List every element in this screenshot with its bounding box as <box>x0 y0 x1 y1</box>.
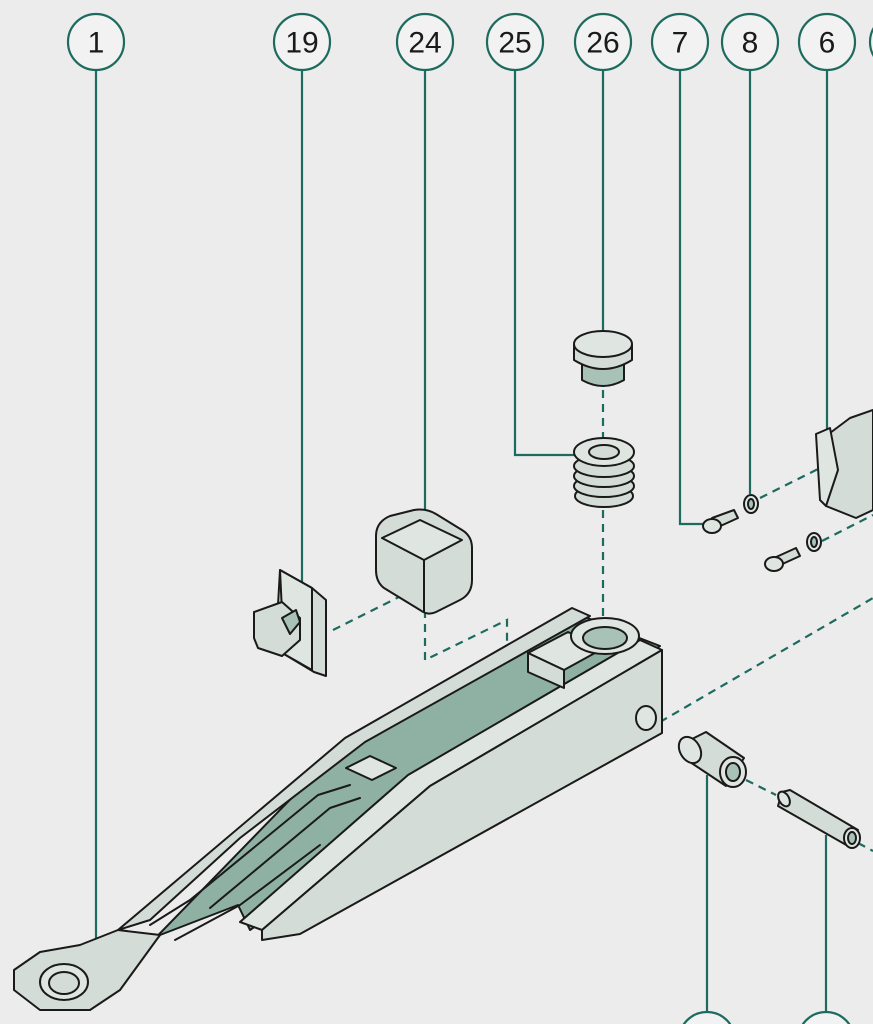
arm-rail-2 <box>209 797 361 909</box>
screw-2-head <box>764 556 784 572</box>
callout-label-7: 7 <box>672 27 689 60</box>
arm-crossbar <box>345 755 397 781</box>
bush-bore <box>588 444 620 460</box>
arm-pivot-hole <box>635 705 657 731</box>
callout-circle-8 <box>720 12 780 72</box>
end-cap-flange <box>815 427 839 507</box>
washer-2-hole <box>810 536 818 548</box>
arm-front-face <box>261 649 663 941</box>
callout-label-8: 8 <box>742 27 759 60</box>
washer-8-hole <box>747 498 755 510</box>
arm-seat-hole <box>582 626 628 650</box>
threaded-bush-part <box>573 437 635 508</box>
screw-7-head <box>702 518 722 534</box>
pin-back <box>777 790 791 808</box>
callout-label-24: 24 <box>408 27 441 60</box>
arm-inner-block-side <box>527 652 565 689</box>
leader-7 <box>678 70 706 526</box>
callout-circle-cut-bottom-a <box>682 1010 732 1024</box>
pin-hole <box>847 831 857 845</box>
callout-circle-1 <box>66 12 126 72</box>
callout-circle-24 <box>395 12 455 72</box>
bush-hole <box>725 762 741 782</box>
callout-circle-19 <box>272 12 332 72</box>
callout-label-25: 25 <box>498 27 531 60</box>
plug-stem <box>581 363 625 387</box>
clip-slot <box>281 609 301 635</box>
axis-8-6 <box>759 447 861 499</box>
axis-pin-right <box>857 842 873 852</box>
callout-label-6: 6 <box>819 27 836 60</box>
callouts: 1 19 24 25 26 7 8 6 <box>66 12 873 1024</box>
callout-label-1: 1 <box>88 27 105 60</box>
cube-top <box>381 519 463 561</box>
axis-19-24 <box>332 593 406 631</box>
leader-25 <box>513 70 582 457</box>
clip-part <box>253 569 327 677</box>
plug-head-top <box>573 330 633 358</box>
arm-eye-hole <box>48 971 80 995</box>
axis-bush-pin <box>745 779 777 796</box>
assembly-axes <box>332 390 873 852</box>
axis-second-washer <box>821 514 873 542</box>
leader-lines <box>94 70 829 1012</box>
callout-label-19: 19 <box>285 27 318 60</box>
axis-arm-right <box>659 597 873 723</box>
bush-back <box>677 735 703 765</box>
end-cap-part <box>815 409 873 519</box>
callout-circle-6 <box>797 12 857 72</box>
callout-label-26: 26 <box>586 27 619 60</box>
bush-and-pin <box>677 731 861 849</box>
arm-back-wall <box>117 607 591 931</box>
callout-circle-cut-right <box>868 27 873 57</box>
arm-rail-3 <box>174 844 321 941</box>
arm-rail-1 <box>149 784 351 926</box>
cube-part <box>375 508 473 615</box>
callout-circle-cut-bottom-b <box>801 1010 851 1024</box>
callout-circle-7 <box>650 12 710 72</box>
callout-circle-26 <box>573 12 633 72</box>
arm-eye-end <box>13 929 161 1011</box>
main-arm-part <box>13 607 663 1011</box>
screws-washers <box>702 494 822 572</box>
callout-circle-25 <box>485 12 545 72</box>
plug-part <box>573 330 633 387</box>
